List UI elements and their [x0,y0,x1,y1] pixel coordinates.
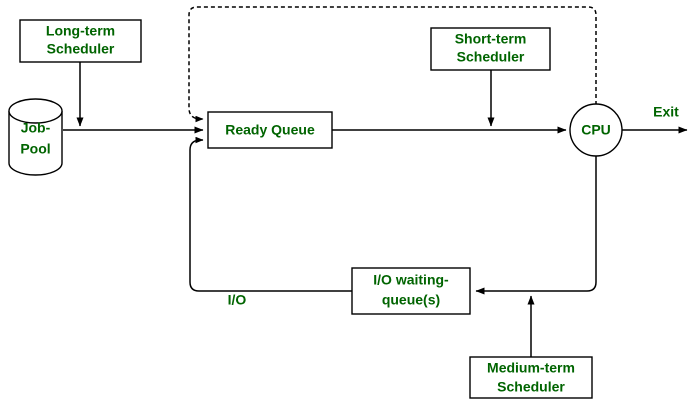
edge-iowaitingqueue-to-readyqueue [189,136,352,292]
exit-label: Exit [653,104,679,120]
io-waiting-queue-label-line2: queue(s) [382,292,440,308]
node-long-term-scheduler[interactable]: Long-term Scheduler [19,19,142,63]
ready-queue-box[interactable] [207,111,333,149]
node-ready-queue[interactable]: Ready Queue [207,111,333,149]
job-pool-cylinder-body[interactable] [8,111,63,176]
medium-term-scheduler-box[interactable] [469,356,593,399]
edge-cpu-to-iowaitingqueue [475,156,597,295]
medium-term-scheduler-label-line1: Medium-term [487,360,575,376]
job-pool-label-line1: Job- [21,120,51,136]
short-term-scheduler-box[interactable] [430,27,551,71]
long-term-scheduler-label-line2: Scheduler [47,41,115,57]
node-io-waiting-queue[interactable]: I/O waiting- queue(s) [351,267,471,315]
node-medium-term-scheduler[interactable]: Medium-term Scheduler [469,356,593,399]
long-term-scheduler-label-line1: Long-term [46,23,115,39]
job-pool-label-line2: Pool [20,141,50,157]
node-cpu[interactable]: CPU [569,103,623,157]
edge-cpu-timeout-dashed [188,6,597,123]
cpu-label: CPU [581,122,611,138]
node-job-pool[interactable]: Job- Pool [8,98,63,176]
io-waiting-queue-box[interactable] [351,267,471,315]
job-pool-cylinder-top [8,98,63,124]
short-term-scheduler-label-line1: Short-term [455,31,527,47]
long-term-scheduler-box[interactable] [19,19,142,63]
io-waiting-queue-label-line1: I/O waiting- [373,272,449,288]
cpu-circle[interactable] [569,103,623,157]
medium-term-scheduler-label-line2: Scheduler [497,379,565,395]
short-term-scheduler-label-line2: Scheduler [457,49,525,65]
io-label: I/O [228,292,247,308]
node-short-term-scheduler[interactable]: Short-term Scheduler [430,27,551,71]
ready-queue-label: Ready Queue [225,122,315,138]
